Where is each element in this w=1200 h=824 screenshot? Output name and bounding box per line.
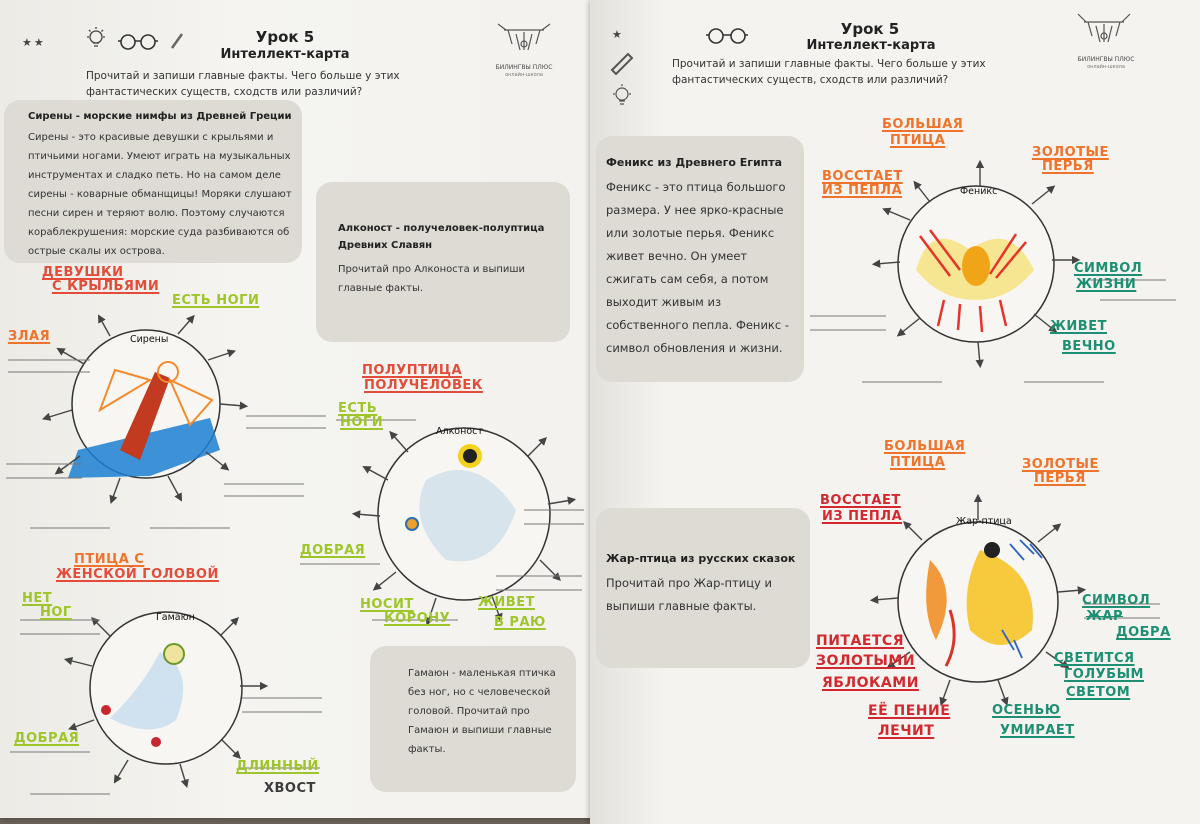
alkonost-info-box: Алконост - получеловек-полуптица Древних… (316, 182, 570, 342)
note-firebird-15: светом (1066, 685, 1131, 700)
note-sirens-4: злая (8, 329, 51, 344)
note-phoenix-1: большая (882, 117, 964, 132)
pencil-icon (610, 52, 634, 76)
logo-sub: онлайн-школа (505, 72, 543, 78)
map-subtitle: Интеллект-карта (220, 47, 350, 62)
note-sirens-2: с крыльями (52, 279, 160, 294)
firebird-box-text: Прочитай про Жар-птицу и выпиши главные … (606, 576, 772, 613)
instructions: Прочитай и запиши главные факты. Чего бо… (672, 58, 986, 86)
firebird-box-title: Жар-птица из русских сказок (606, 552, 796, 565)
note-phoenix-8: жизни (1076, 277, 1137, 292)
note-firebird-4: перья (1034, 471, 1086, 486)
note-phoenix-10: вечно (1062, 339, 1116, 354)
note-firebird-9: добра (1116, 625, 1171, 640)
gamayun-box-text: Гамаюн - маленькая птичка без ног, но с … (408, 668, 556, 755)
note-firebird-18: осенью (992, 703, 1061, 718)
note-sirens-1: Девушки (42, 265, 124, 280)
alkonost-mindmap (300, 419, 584, 626)
note-phoenix-5: золотые (1032, 145, 1109, 160)
note-firebird-13: светится (1054, 651, 1135, 666)
school-logo-icon (1077, 13, 1131, 43)
note-alkonost-6: носит (360, 597, 414, 612)
note-phoenix-2: птица (890, 133, 946, 148)
logo-caption: БИЛИНГВЫ ПЛЮС (495, 64, 553, 71)
firebird-mindmap (869, 493, 1160, 706)
gamayun-mindmap (10, 611, 322, 795)
note-firebird-12: яблоками (822, 675, 919, 691)
note-phoenix-3: восстает (822, 169, 903, 184)
gamayun-info-box: Гамаюн - маленькая птичка без ног, но с … (370, 646, 576, 792)
note-alkonost-5: добрая (300, 543, 366, 558)
note-gamayun-5: добрая (14, 731, 80, 746)
school-logo-icon (497, 23, 551, 51)
note-firebird-1: большая (884, 439, 966, 454)
note-gamayun-1: птица с (74, 552, 145, 567)
alkonost-box-title: Алконост - получеловек-полуптица Древних… (338, 223, 545, 251)
note-alkonost-7: корону (384, 611, 451, 626)
worksheet-right: ★ Урок 5 Интеллект-карта Прочитай и запи… (590, 0, 1200, 824)
note-firebird-17: лечит (878, 723, 935, 739)
worksheet-left: ★★ Урок 5 Интеллект-карта Прочитай и зап… (0, 0, 594, 818)
phoenix-box-text: Феникс - это птица большого размера. У н… (606, 180, 789, 355)
logo-caption: БИЛИНГВЫ ПЛЮС (1077, 56, 1135, 63)
note-firebird-19: умирает (1000, 723, 1075, 738)
note-firebird-14: голубым (1064, 667, 1144, 682)
note-firebird-10: питается (816, 633, 904, 649)
glasses-icon (706, 28, 748, 44)
note-gamayun-6: длинный (236, 759, 319, 774)
note-firebird-2: птица (890, 455, 946, 470)
side-icons (610, 52, 634, 105)
note-firebird-6: из пепла (822, 509, 903, 524)
difficulty-stars: ★ (612, 28, 624, 41)
note-gamayun-3: нет (22, 591, 53, 606)
note-alkonost-1: полуптица (362, 363, 463, 378)
logo-sub: онлайн-школа (1087, 64, 1125, 70)
note-firebird-7: символ (1082, 593, 1151, 608)
note-phoenix-7: символ (1074, 261, 1143, 276)
note-alkonost-4: ноги (340, 415, 384, 430)
lightbulb-icon (87, 27, 105, 47)
alkonost-box-text: Прочитай про Алконоста и выпиши главные … (338, 264, 526, 294)
pencil-icon (170, 33, 184, 49)
instructions: Прочитай и запиши главные факты. Чего бо… (86, 70, 400, 98)
note-sirens-3: есть ноги (172, 293, 260, 308)
note-firebird-16: её пение (868, 703, 951, 719)
firebird-info-box: Жар-птица из русских сказок Прочитай про… (596, 508, 810, 668)
glasses-icon (118, 34, 158, 50)
lesson-title: Урок 5 (840, 20, 900, 38)
difficulty-stars: ★★ (22, 36, 46, 49)
map-subtitle: Интеллект-карта (806, 38, 936, 53)
sirens-box-title: Сирены - морские нимфы из Древней Греции (28, 111, 292, 122)
phoenix-box-title: Феникс из Древнего Египта (606, 156, 783, 169)
phoenix-mindmap (810, 159, 1176, 383)
note-alkonost-3: есть (338, 401, 378, 416)
note-alkonost-9: в раю (494, 615, 546, 630)
note-firebird-8: жар (1086, 609, 1124, 624)
note-gamayun-2: женской головой (56, 567, 219, 582)
phoenix-center-label: Феникс (960, 186, 998, 197)
note-firebird-5: восстает (820, 493, 901, 508)
sirens-mindmap (6, 314, 326, 529)
sirens-info-box: Сирены - морские нимфы из Древней Греции… (4, 100, 302, 263)
note-phoenix-4: из пепла (822, 183, 903, 198)
sirens-box-text: Сирены - это красивые девушки с крыльями… (28, 132, 292, 257)
alkonost-center-label: Алконост (436, 426, 483, 437)
lightbulb-icon (613, 84, 631, 105)
note-alkonost-8: живет (478, 595, 535, 610)
note-firebird-3: золотые (1022, 457, 1099, 472)
note-phoenix-9: живет (1050, 319, 1107, 334)
note-phoenix-6: перья (1042, 159, 1094, 174)
lesson-title: Урок 5 (255, 28, 315, 46)
sirens-center-label: Сирены (130, 334, 169, 345)
phoenix-info-box: Феникс из Древнего Египта Феникс - это п… (596, 136, 804, 382)
note-gamayun-4: ног (40, 605, 72, 620)
note-firebird-11: золотыми (816, 653, 916, 669)
firebird-center-label: Жар-птица (956, 516, 1012, 527)
siren-body-drawing (120, 372, 170, 460)
note-alkonost-2: получеловек (364, 378, 483, 393)
note-gamayun-7: хвост (264, 781, 316, 796)
gamayun-center-label: Гамаюн (156, 612, 195, 623)
header-icons (87, 27, 184, 50)
